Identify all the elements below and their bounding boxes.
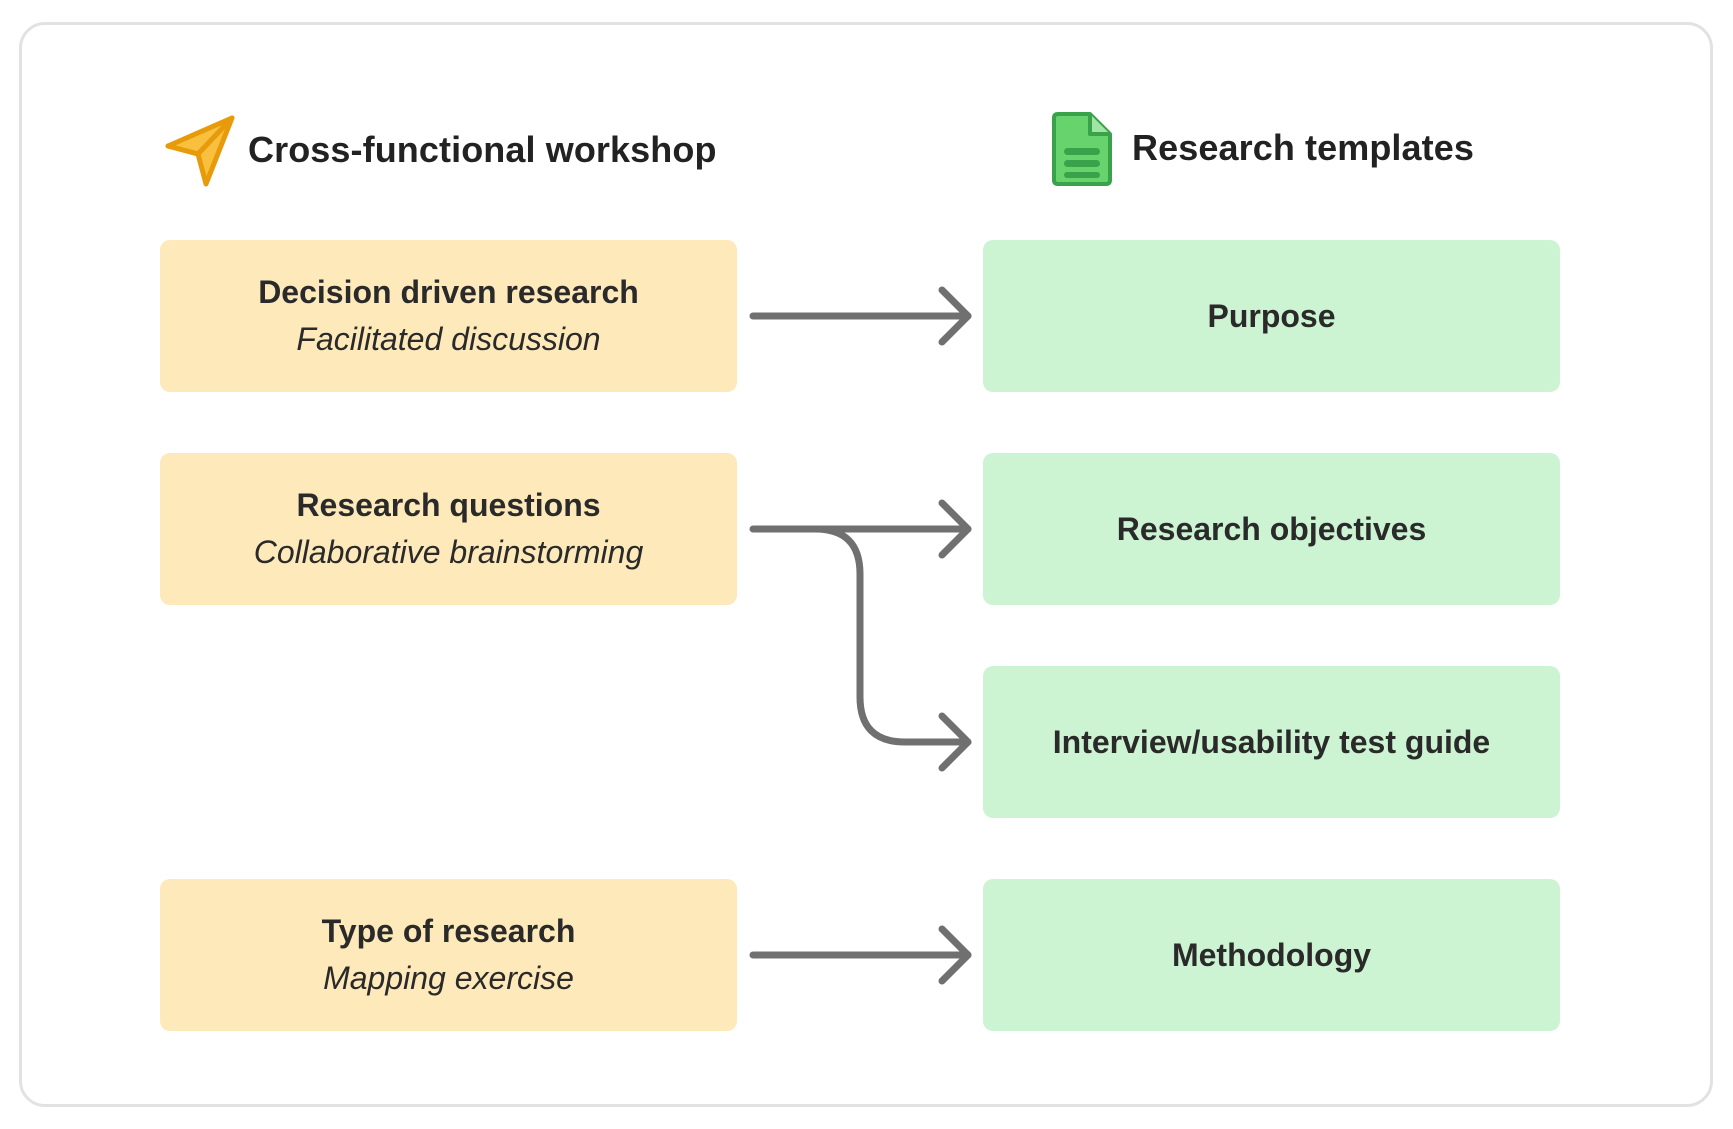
workshop-header: Cross-functional workshop (164, 110, 717, 190)
target-box-methodology: Methodology (983, 879, 1560, 1031)
source-label: Research questions (296, 487, 601, 523)
templates-header: Research templates (1050, 108, 1474, 188)
target-label: Methodology (1171, 937, 1372, 973)
templates-header-title: Research templates (1132, 127, 1474, 168)
workshop-header-title: Cross-functional workshop (248, 129, 717, 170)
source-label: Decision driven research (258, 274, 639, 310)
target-box-research-objectives: Research objectives (983, 453, 1560, 605)
target-label: Research objectives (1116, 511, 1427, 547)
target-label: Purpose (1207, 298, 1336, 334)
paper-plane-icon (164, 112, 236, 188)
source-box-type-of-research: Type of research Mapping exercise (160, 879, 737, 1031)
target-box-interview-guide: Interview/usability test guide (983, 666, 1560, 818)
source-sublabel: Collaborative brainstorming (253, 534, 644, 570)
target-box-purpose: Purpose (983, 240, 1560, 392)
document-icon (1050, 110, 1114, 186)
source-label: Type of research (321, 913, 576, 949)
source-box-decision-driven-research: Decision driven research Facilitated dis… (160, 240, 737, 392)
source-sublabel: Facilitated discussion (296, 321, 601, 357)
source-box-research-questions: Research questions Collaborative brainst… (160, 453, 737, 605)
target-label: Interview/usability test guide (1052, 724, 1491, 760)
source-sublabel: Mapping exercise (323, 960, 574, 996)
